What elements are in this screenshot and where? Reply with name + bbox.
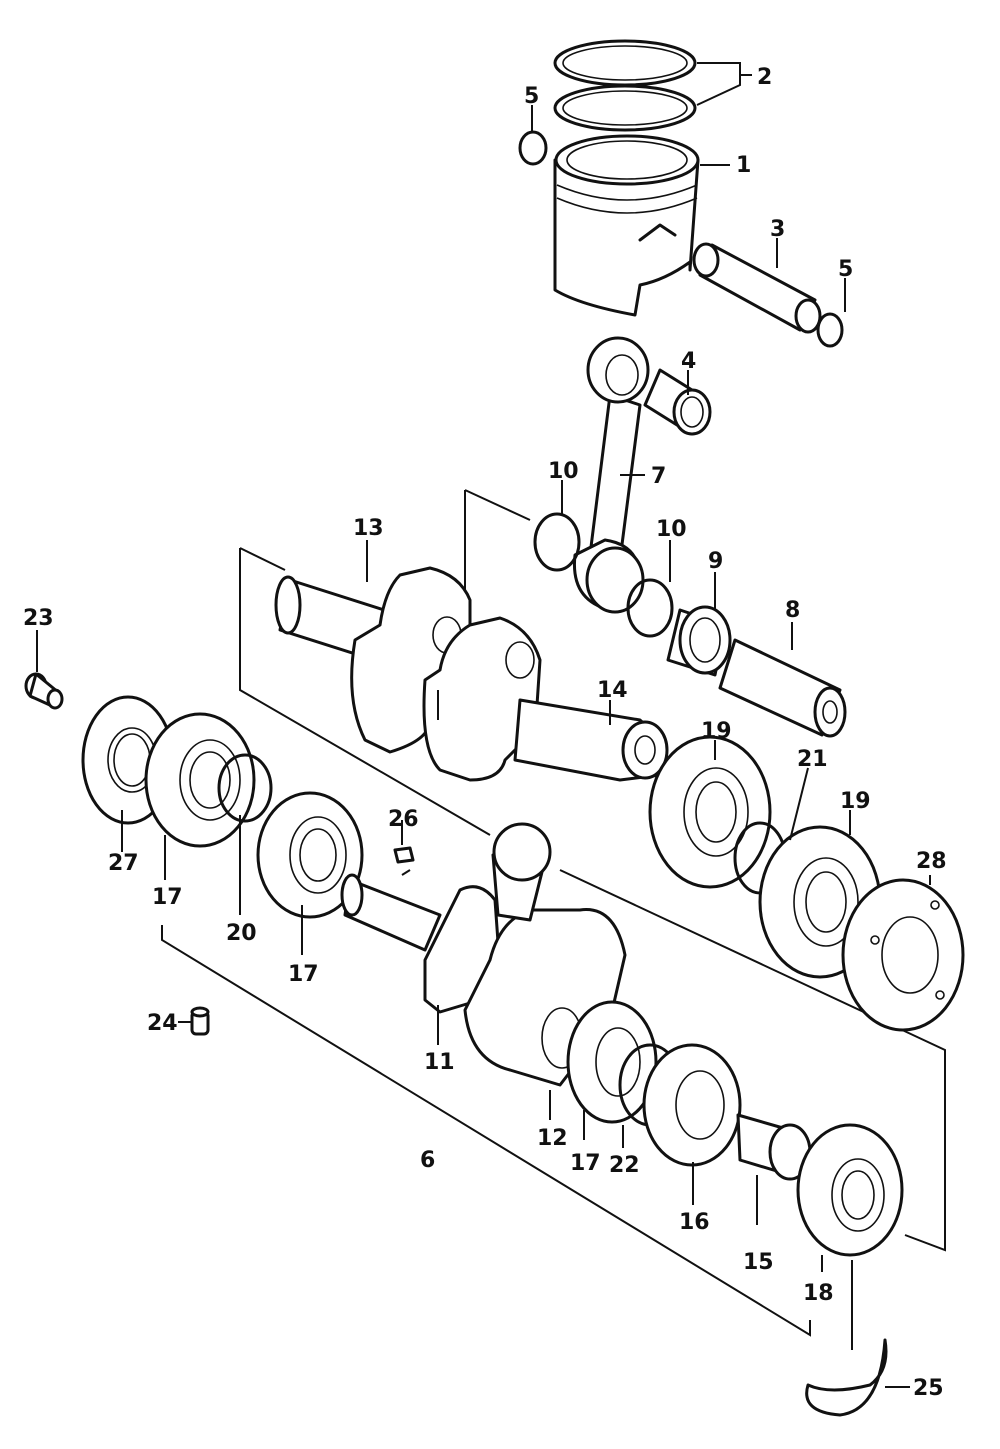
callout-2: 2	[757, 65, 772, 90]
callout-24: 24	[147, 1011, 178, 1036]
piston-rings	[553, 39, 697, 132]
ball-bearing-right-inner	[566, 1000, 658, 1124]
callout-14: 14	[597, 678, 628, 703]
oil-seal-right	[841, 878, 965, 1032]
callout-25: 25	[913, 1376, 944, 1401]
piston	[553, 134, 700, 317]
callout-20: 20	[226, 921, 257, 946]
ball-bearing-left-inner	[256, 791, 364, 919]
piston-pin	[692, 242, 822, 334]
callout-10-lower: 10	[656, 517, 687, 542]
callout-5-left: 5	[524, 84, 539, 109]
callout-9: 9	[708, 549, 723, 574]
callout-23: 23	[23, 606, 54, 631]
callout-17-lower: 17	[570, 1151, 601, 1176]
callout-labels: 1 2 3 4 5 5 6 7 8 9 10 10 11 12 13 14 15…	[23, 65, 947, 1401]
callout-17-middle: 17	[288, 962, 319, 987]
ball-bearing-right-end	[796, 1123, 904, 1257]
callout-16: 16	[679, 1210, 710, 1235]
callout-1: 1	[736, 153, 751, 178]
assembly-bracket-lines	[161, 489, 946, 1337]
callout-18: 18	[803, 1281, 834, 1306]
callout-leaders	[36, 62, 931, 1388]
collar	[736, 1113, 812, 1181]
callout-19-a: 19	[701, 719, 732, 744]
callout-19-b: 19	[840, 789, 871, 814]
half-ring	[805, 1338, 888, 1417]
callout-28: 28	[916, 849, 947, 874]
callout-13: 13	[353, 516, 384, 541]
callout-6: 6	[420, 1148, 435, 1173]
callout-17-upper: 17	[152, 885, 183, 910]
ball-bearing-right-a	[648, 735, 772, 889]
callout-4: 4	[681, 349, 696, 374]
small-end-needle-bearing	[643, 368, 712, 436]
callout-27: 27	[108, 851, 139, 876]
ball-bearing-left-outer	[144, 712, 256, 848]
plug	[24, 672, 64, 710]
circlip-left	[518, 130, 548, 166]
woodruff-key	[393, 846, 415, 864]
callout-12: 12	[537, 1126, 568, 1151]
callout-26: 26	[388, 807, 419, 832]
crank-pin	[718, 638, 847, 738]
callout-21: 21	[797, 747, 828, 772]
callout-7: 7	[651, 464, 666, 489]
callout-8: 8	[785, 598, 800, 623]
callout-15: 15	[743, 1250, 774, 1275]
lock-nut	[642, 1043, 742, 1167]
crankshaft-right-half	[422, 616, 669, 782]
callout-22: 22	[609, 1153, 640, 1178]
dowel-pin	[190, 1006, 210, 1036]
callout-3: 3	[770, 217, 785, 242]
callout-5-right: 5	[838, 257, 853, 282]
shim-left	[217, 753, 273, 823]
thrust-washer-lower	[626, 578, 674, 638]
callout-10-upper: 10	[548, 459, 579, 484]
callout-11: 11	[424, 1050, 455, 1075]
thrust-washer-upper	[533, 512, 581, 572]
big-end-needle-bearing	[666, 605, 732, 677]
circlip-right	[816, 312, 844, 348]
